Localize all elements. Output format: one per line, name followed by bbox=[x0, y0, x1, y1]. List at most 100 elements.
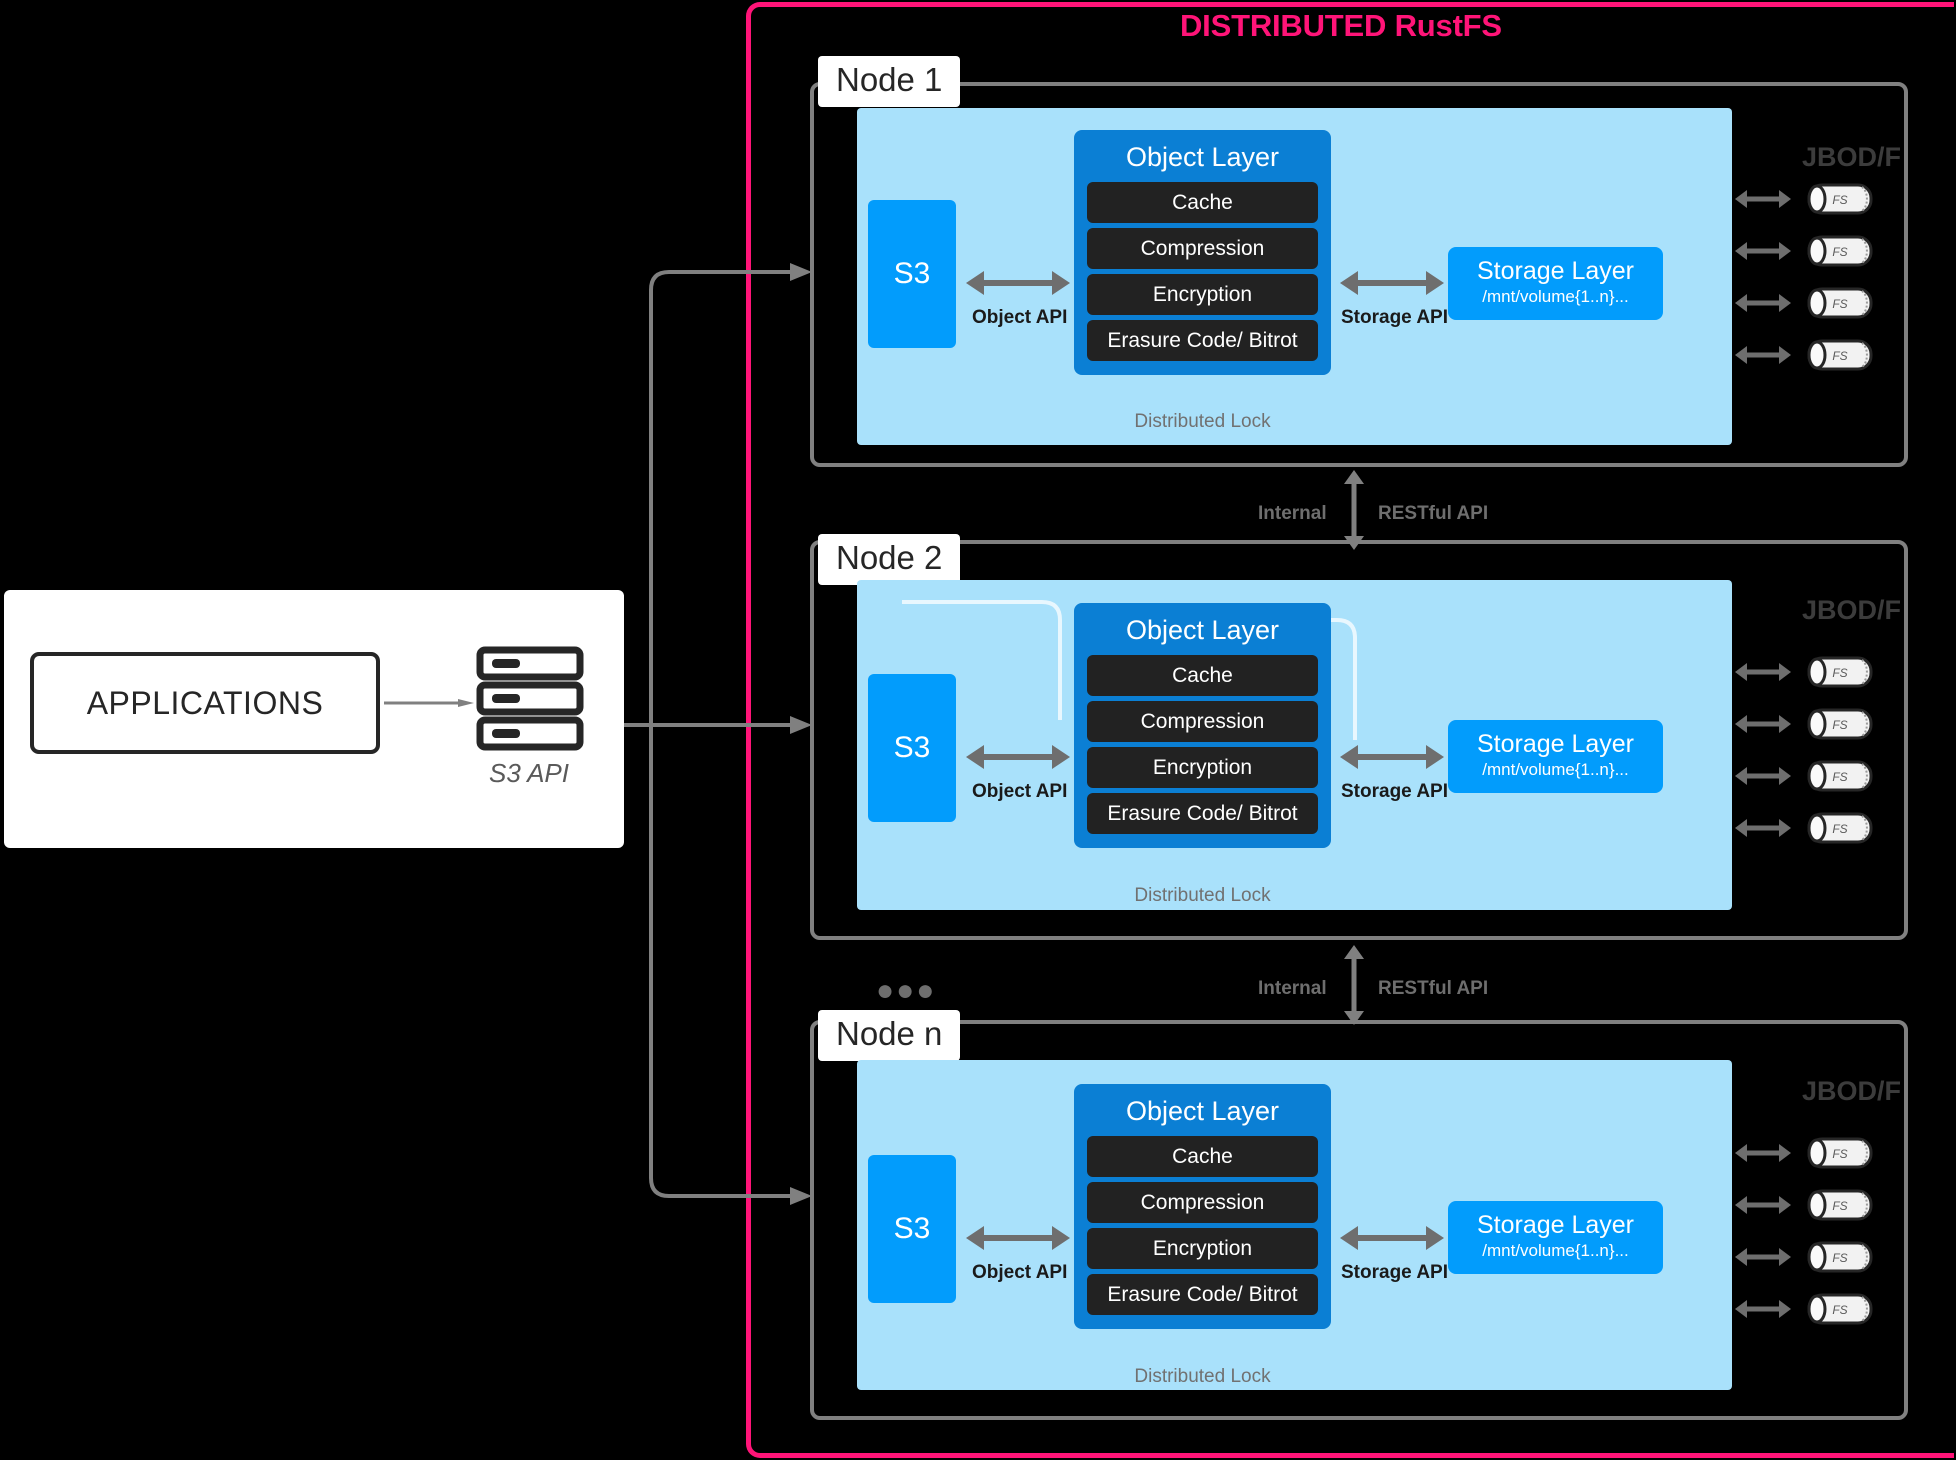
storage-api-label-1: Storage API bbox=[1341, 307, 1448, 328]
nodes-ellipsis: ●●● bbox=[876, 974, 937, 1007]
storage-api-arrow-n bbox=[1340, 1226, 1444, 1250]
svg-text:FS: FS bbox=[1832, 297, 1847, 311]
object-layer-item-encryption-n: Encryption bbox=[1087, 1228, 1318, 1269]
object-layer-item-encryption-2: Encryption bbox=[1087, 747, 1318, 788]
disk-fs-2-1: FS bbox=[1807, 656, 1873, 688]
object-api-arrow-1 bbox=[966, 271, 1070, 295]
object-layer-title-1: Object Layer bbox=[1125, 142, 1280, 172]
storage-layer-2: Storage Layer /mnt/volume{1..n}... bbox=[1448, 720, 1663, 793]
disk-fs-n-4: FS bbox=[1807, 1293, 1873, 1325]
svg-text:FS: FS bbox=[1832, 770, 1847, 784]
object-api-arrow-n bbox=[966, 1226, 1070, 1250]
s3-box-2: S3 bbox=[868, 674, 956, 822]
applications-to-s3api-arrow bbox=[384, 699, 474, 707]
disk-arrow-2-4 bbox=[1735, 819, 1791, 837]
storage-layer-path-2: /mnt/volume{1..n}... bbox=[1482, 759, 1629, 779]
svg-text:FS: FS bbox=[1832, 245, 1847, 259]
object-layer-item-erasure-2: Erasure Code/ Bitrot bbox=[1087, 793, 1318, 834]
disk-arrow-n-3 bbox=[1735, 1248, 1791, 1266]
object-api-label-2: Object API bbox=[972, 781, 1068, 802]
storage-api-label-2: Storage API bbox=[1341, 781, 1448, 802]
node-tab-n: Node n bbox=[818, 1010, 961, 1061]
svg-text:FS: FS bbox=[1832, 666, 1847, 680]
object-api-label-1: Object API bbox=[972, 307, 1068, 328]
node-tab-1: Node 1 bbox=[818, 56, 961, 107]
restful-api-label-1: RESTful API bbox=[1378, 503, 1489, 524]
internal-label-1: Internal bbox=[1258, 503, 1327, 524]
object-layer-item-cache-n: Cache bbox=[1087, 1136, 1318, 1177]
object-layer-title-2: Object Layer bbox=[1125, 615, 1280, 645]
object-layer-1: Object Layer Cache Compression Encryptio… bbox=[1074, 130, 1331, 375]
node-tab-2: Node 2 bbox=[818, 534, 961, 585]
svg-text:FS: FS bbox=[1832, 1251, 1847, 1265]
disk-fs-2-4: FS bbox=[1807, 812, 1873, 844]
server-stack-icon bbox=[476, 646, 584, 751]
storage-layer-title-1: Storage Layer bbox=[1476, 257, 1635, 286]
disk-arrow-1-4 bbox=[1735, 346, 1791, 364]
object-layer-item-cache-1: Cache bbox=[1087, 182, 1318, 223]
object-api-arrow-2 bbox=[966, 745, 1070, 769]
s3-box-1: S3 bbox=[868, 200, 956, 348]
disk-fs-1-1: FS bbox=[1807, 183, 1873, 215]
disk-arrow-1-2 bbox=[1735, 242, 1791, 260]
disk-arrow-n-4 bbox=[1735, 1300, 1791, 1318]
storage-layer-n: Storage Layer /mnt/volume{1..n}... bbox=[1448, 1201, 1663, 1274]
disk-arrow-1-1 bbox=[1735, 190, 1791, 208]
svg-text:FS: FS bbox=[1832, 1303, 1847, 1317]
storage-api-arrow-1 bbox=[1340, 271, 1444, 295]
restful-api-label-2: RESTful API bbox=[1378, 978, 1489, 999]
disk-arrow-2-1 bbox=[1735, 663, 1791, 681]
jbod-label-n: JBOD/F bbox=[1802, 1076, 1902, 1106]
distributed-lock-label-1: Distributed Lock bbox=[1134, 411, 1271, 432]
storage-layer-title-n: Storage Layer bbox=[1476, 1211, 1635, 1240]
object-layer-item-erasure-1: Erasure Code/ Bitrot bbox=[1087, 320, 1318, 361]
svg-text:FS: FS bbox=[1832, 1147, 1847, 1161]
disk-arrow-2-2 bbox=[1735, 715, 1791, 733]
svg-text:FS: FS bbox=[1832, 193, 1847, 207]
storage-layer-path-n: /mnt/volume{1..n}... bbox=[1482, 1240, 1629, 1260]
applications-panel: APPLICATIONS S3 API bbox=[4, 590, 624, 848]
storage-api-label-n: Storage API bbox=[1341, 1262, 1448, 1283]
disk-fs-n-1: FS bbox=[1807, 1137, 1873, 1169]
s3-box-n: S3 bbox=[868, 1155, 956, 1303]
svg-text:FS: FS bbox=[1832, 822, 1847, 836]
object-layer-item-compression-2: Compression bbox=[1087, 701, 1318, 742]
disk-fs-2-2: FS bbox=[1807, 708, 1873, 740]
disk-fs-1-2: FS bbox=[1807, 235, 1873, 267]
svg-text:FS: FS bbox=[1832, 349, 1847, 363]
storage-layer-title-2: Storage Layer bbox=[1476, 730, 1635, 759]
node-container-n bbox=[810, 1020, 1908, 1420]
internal-label-2: Internal bbox=[1258, 978, 1327, 999]
disk-fs-n-2: FS bbox=[1807, 1189, 1873, 1221]
disk-fs-1-4: FS bbox=[1807, 339, 1873, 371]
object-layer-n: Object Layer Cache Compression Encryptio… bbox=[1074, 1084, 1331, 1329]
storage-layer-1: Storage Layer /mnt/volume{1..n}... bbox=[1448, 247, 1663, 320]
object-layer-2: Object Layer Cache Compression Encryptio… bbox=[1074, 603, 1331, 848]
object-api-label-n: Object API bbox=[972, 1262, 1068, 1283]
diagram-title: DISTRIBUTED RustFS bbox=[1180, 8, 1502, 43]
internal-restful-link-arrow-2 bbox=[1344, 945, 1364, 1025]
object-layer-item-compression-n: Compression bbox=[1087, 1182, 1318, 1223]
object-layer-title-n: Object Layer bbox=[1125, 1096, 1280, 1126]
internal-restful-link-arrow-1 bbox=[1344, 470, 1364, 550]
disk-arrow-2-3 bbox=[1735, 767, 1791, 785]
jbod-label-2: JBOD/F bbox=[1802, 595, 1902, 625]
svg-text:FS: FS bbox=[1832, 718, 1847, 732]
distributed-lock-label-2: Distributed Lock bbox=[1134, 885, 1271, 906]
object-layer-item-compression-1: Compression bbox=[1087, 228, 1318, 269]
svg-text:FS: FS bbox=[1832, 1199, 1847, 1213]
object-layer-item-encryption-1: Encryption bbox=[1087, 274, 1318, 315]
applications-box: APPLICATIONS bbox=[30, 652, 380, 754]
disk-fs-2-3: FS bbox=[1807, 760, 1873, 792]
storage-api-arrow-2 bbox=[1340, 745, 1444, 769]
object-layer-item-erasure-n: Erasure Code/ Bitrot bbox=[1087, 1274, 1318, 1315]
disk-fs-n-3: FS bbox=[1807, 1241, 1873, 1273]
distributed-cluster-frame bbox=[746, 2, 1954, 1458]
disk-fs-1-3: FS bbox=[1807, 287, 1873, 319]
disk-arrow-n-2 bbox=[1735, 1196, 1791, 1214]
jbod-label-1: JBOD/F bbox=[1802, 142, 1902, 172]
object-layer-item-cache-2: Cache bbox=[1087, 655, 1318, 696]
disk-arrow-1-3 bbox=[1735, 294, 1791, 312]
storage-layer-path-1: /mnt/volume{1..n}... bbox=[1482, 286, 1629, 306]
